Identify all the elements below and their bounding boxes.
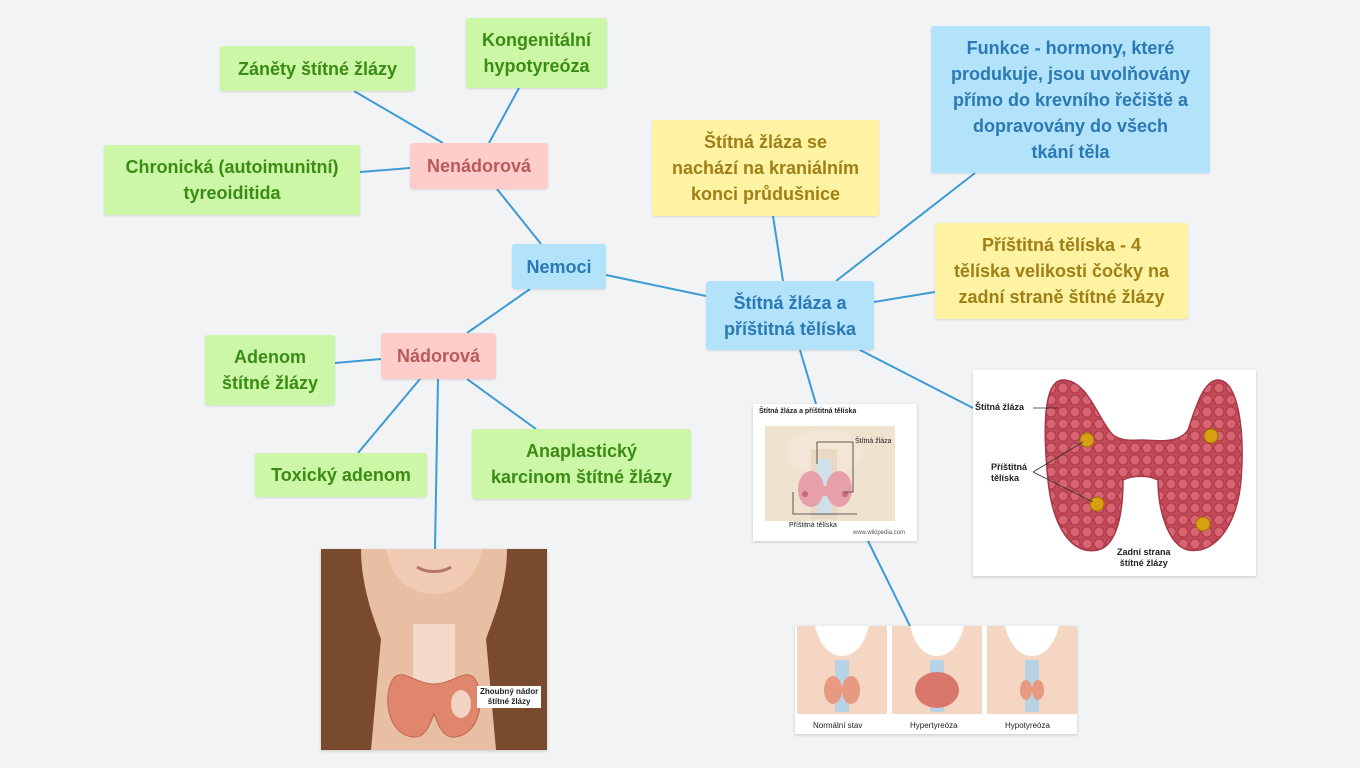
link-nadorova-anaplasticky [466, 378, 537, 430]
topic-zanety[interactable]: Záněty štítné žlázy [220, 46, 415, 91]
link-wiki-states-image [867, 540, 911, 627]
back-label-posterior: Zadní strana štítné žlázy [1117, 547, 1171, 568]
topic-nemoci[interactable]: Nemoci [512, 244, 606, 289]
thyroid-front-illustration [765, 426, 895, 521]
wiki-title: Štítná žláza a příštitná tělíska [759, 408, 857, 415]
link-center-funkce [835, 172, 976, 282]
link-nadorova-toxicky [357, 378, 421, 454]
thyroid-states-image[interactable]: Normální stav Hypertyreóza Hypotyreóza [795, 626, 1077, 734]
topic-toxicky[interactable]: Toxický adenom [255, 453, 427, 497]
topic-kongenitalni[interactable]: Kongenitální hypotyreóza [466, 18, 607, 88]
link-nenadorova-chronicka [359, 167, 411, 173]
topic-chronicka[interactable]: Chronická (autoimunitní) tyreoiditida [104, 145, 360, 215]
link-nemoci-nenadorova [496, 188, 542, 245]
topic-anaplasticky[interactable]: Anaplastický karcinom štítné žlázy [472, 429, 691, 499]
state-label-hyper: Hypertyreóza [910, 721, 958, 730]
tumor-label: Zhoubný nádor štítné žlázy [477, 686, 542, 708]
thyroid-back-image[interactable]: Štítná žláza Příštitná tělíska Zadní str… [973, 370, 1256, 576]
wiki-source: www.wikipedia.com [853, 530, 906, 536]
wiki-label-thyroid: Štítná žláza [855, 438, 892, 445]
back-label-thyroid: Štítná žláza [975, 402, 1025, 412]
neck-tumor-illustration [321, 549, 547, 750]
central-topic[interactable]: Štítná žláza a příštitná tělíska [706, 281, 874, 350]
topic-adenom[interactable]: Adenom štítné žlázy [205, 335, 335, 405]
wiki-label-parathyroid: Příštitná tělíska [789, 522, 837, 529]
link-center-wiki-image [799, 349, 817, 405]
thyroid-back-illustration [1032, 379, 1243, 552]
topic-lokalizace[interactable]: Štítná žláza se nachází na kraniálním ko… [652, 120, 879, 216]
state-label-normal: Normální stav [813, 721, 863, 730]
topic-funkce[interactable]: Funkce - hormony, které produkuje, jsou … [931, 26, 1210, 173]
back-label-parathyroid: Příštitná tělíska [991, 462, 1028, 483]
link-center-pristitna [873, 291, 936, 303]
link-center-back-image [859, 349, 974, 409]
wiki-diagram-image[interactable]: Štítná žláza a příštitná tělíska Štítná … [753, 404, 917, 541]
state-label-hypo: Hypotyreóza [1005, 721, 1050, 730]
link-nenadorova-kongenitalni [488, 87, 520, 144]
thyroid-states-illustration [797, 626, 1077, 714]
link-nenadorova-zanety [353, 90, 444, 144]
thyroid-tumor-image[interactable]: Zhoubný nádor štítné žlázy [321, 549, 547, 750]
topic-nadorova[interactable]: Nádorová [381, 333, 496, 379]
topic-pristitna[interactable]: Příštitná tělíska - 4 tělíska velikosti … [935, 223, 1188, 319]
link-nadorova-adenom [334, 358, 382, 364]
topic-nenadorova[interactable]: Nenádorová [410, 143, 548, 189]
link-nadorova-tumor-image [434, 378, 439, 550]
link-center-lokalizace [772, 215, 784, 282]
link-center-nemoci [605, 274, 707, 297]
link-nemoci-nadorova [466, 288, 531, 334]
